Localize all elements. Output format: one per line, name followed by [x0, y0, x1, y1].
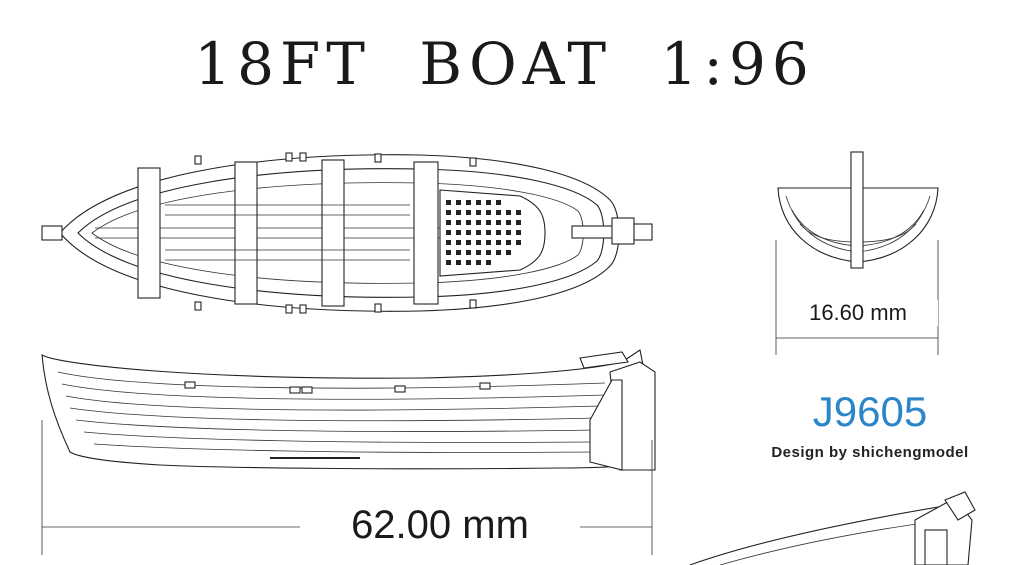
- section-view: [775, 151, 939, 355]
- profile-view: [41, 349, 656, 471]
- designer-credit: Design by shichengmodel: [771, 444, 969, 461]
- drawing-title: 18FT BOAT 1:96: [194, 30, 815, 98]
- perspective-view-partial: [689, 491, 976, 565]
- model-code: J9605: [812, 388, 928, 435]
- plan-view: [41, 152, 653, 314]
- beam-label: 16.60 mm: [778, 300, 938, 326]
- length-label: 62.00 mm: [300, 503, 580, 548]
